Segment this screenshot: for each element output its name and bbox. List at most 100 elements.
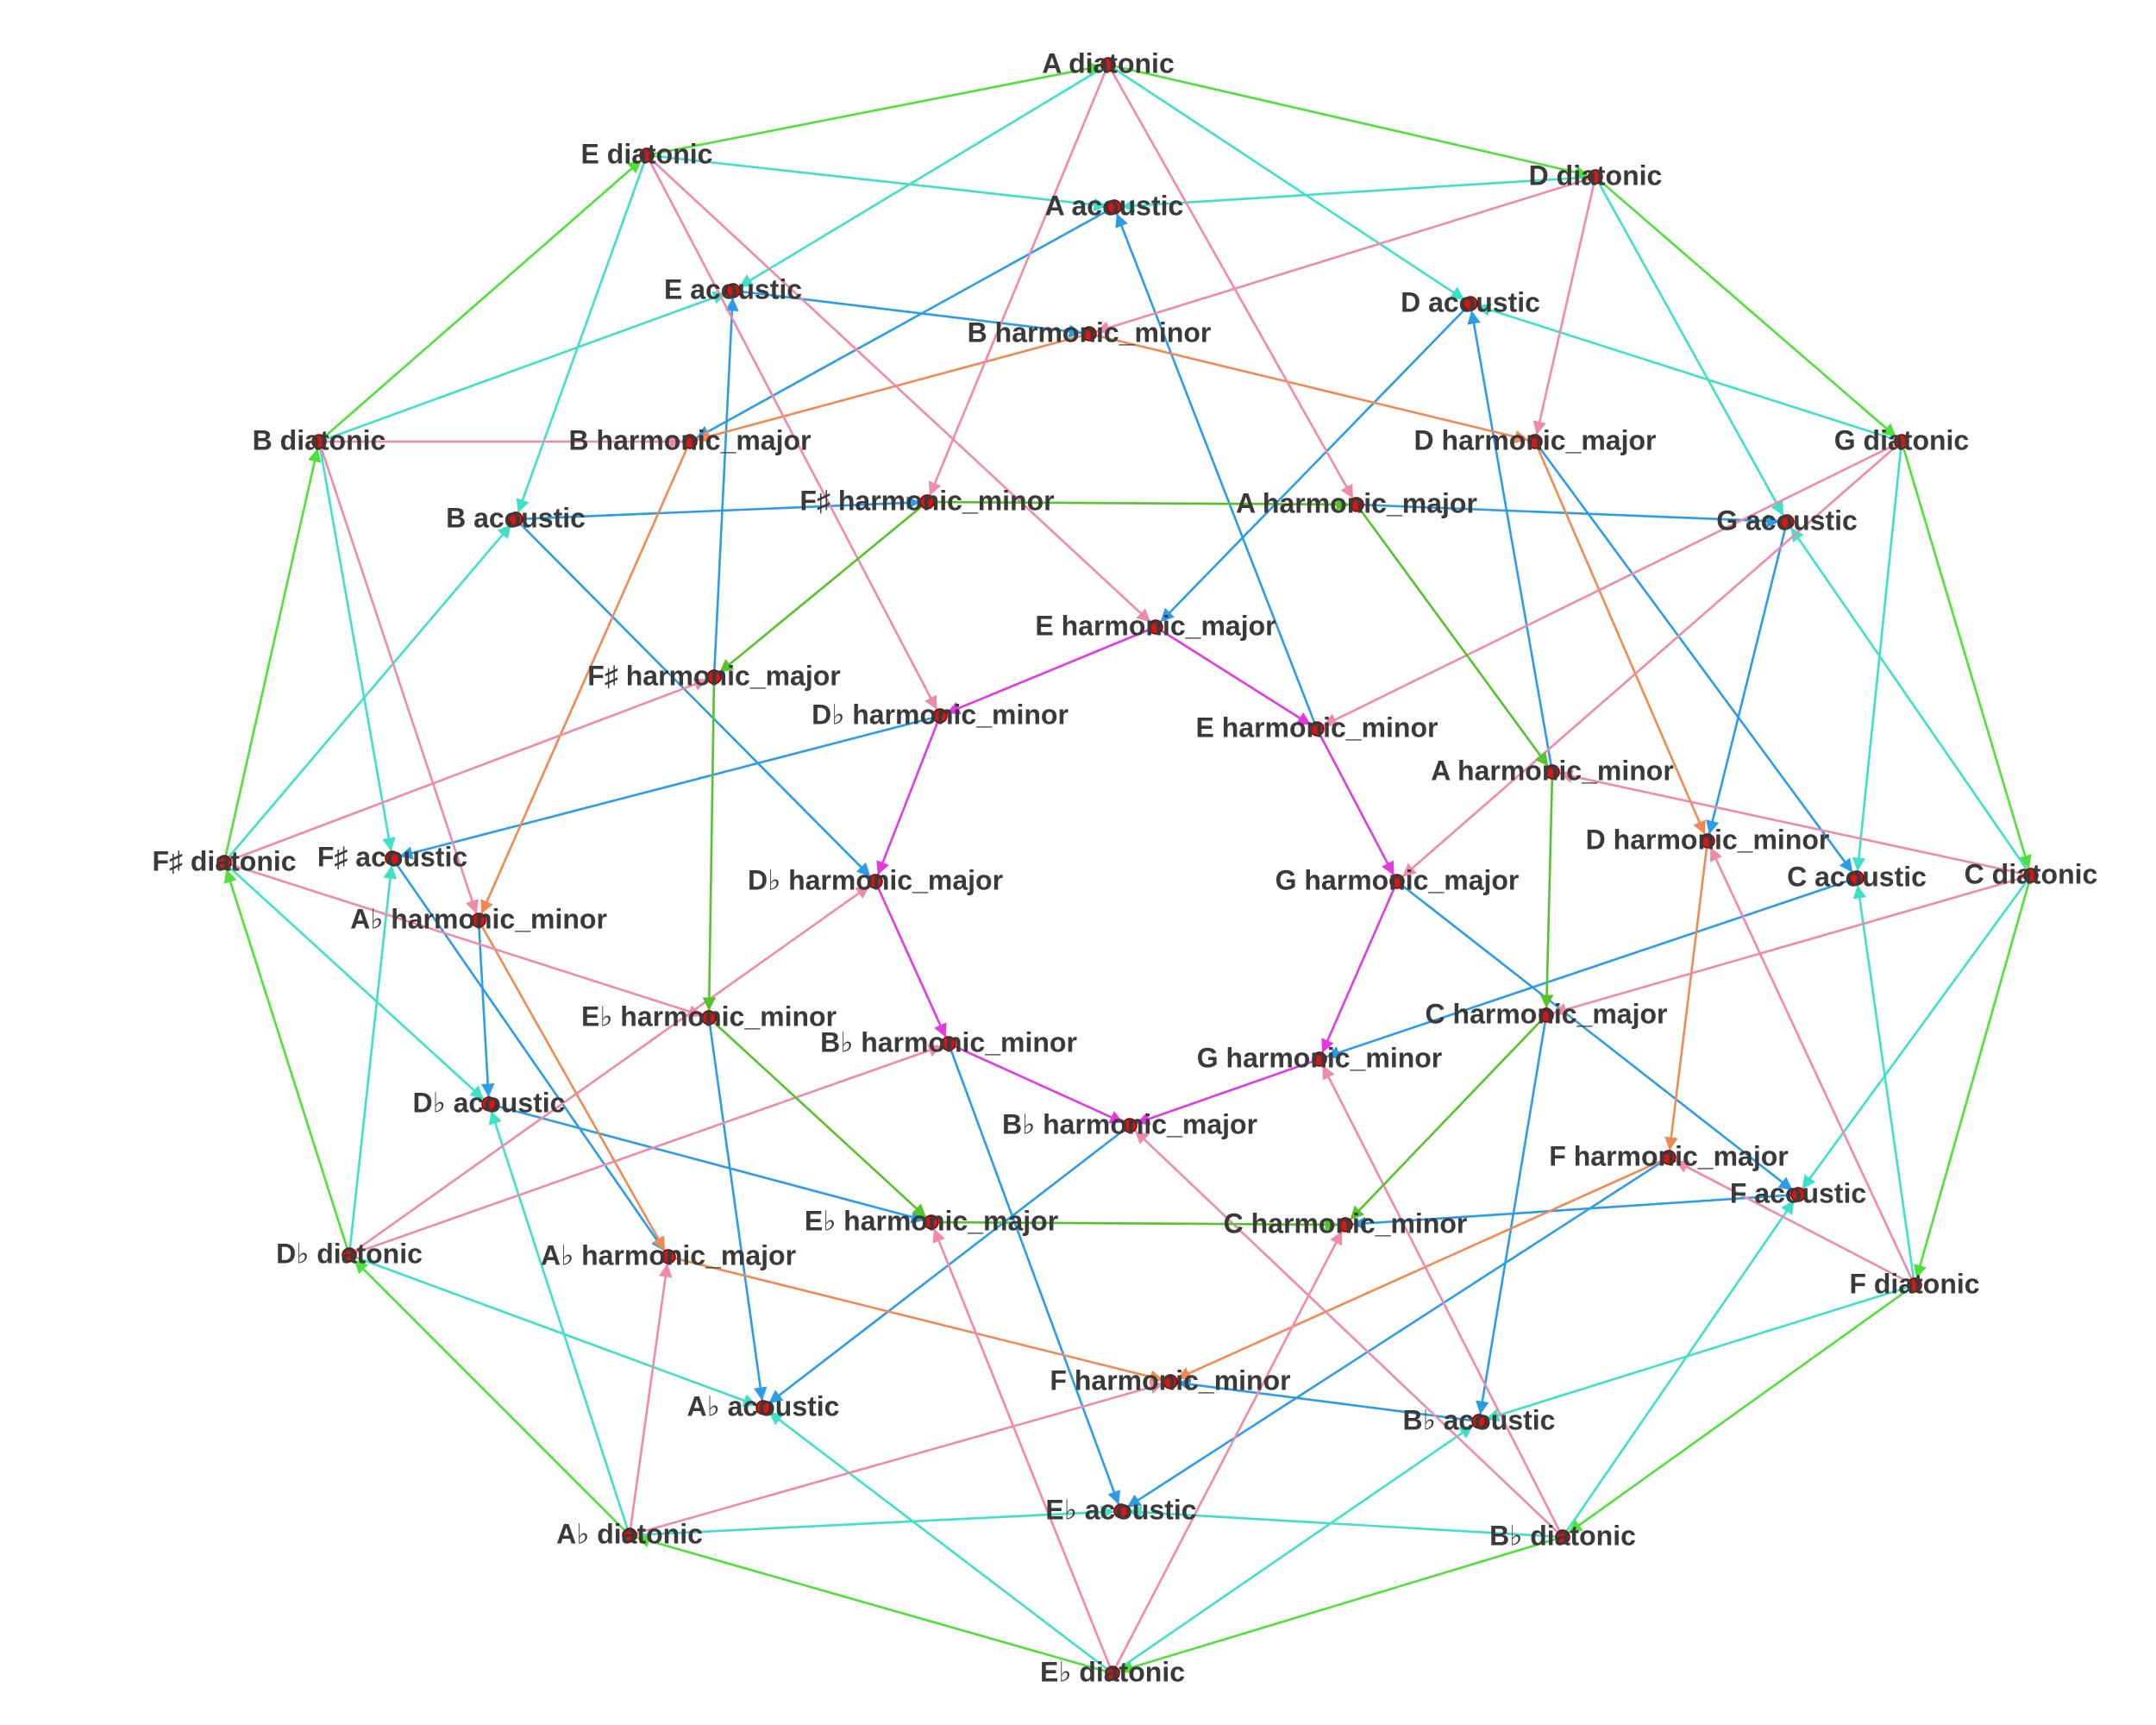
node-Bb_hmin[interactable]: B♭ harmonic_minor [820, 1026, 1077, 1057]
node-Fs_hmin[interactable]: F♯ harmonic_minor [799, 485, 1054, 516]
node-dot[interactable] [1309, 721, 1325, 737]
node-dot[interactable] [1588, 169, 1603, 185]
node-dot[interactable] [682, 434, 698, 449]
node-F_hmaj[interactable]: F harmonic_major [1549, 1140, 1788, 1171]
node-C_hmin[interactable]: C harmonic_minor [1224, 1208, 1468, 1239]
node-dot[interactable] [311, 434, 327, 449]
node-dot[interactable] [1894, 434, 1909, 449]
node-C_hmaj[interactable]: C harmonic_major [1426, 998, 1668, 1029]
node-Ab_ac[interactable]: A♭ acoustic [687, 1390, 840, 1421]
node-Fs_hmaj[interactable]: F♯ harmonic_major [587, 660, 840, 691]
node-dot[interactable] [725, 283, 741, 298]
node-B_ac[interactable]: B acoustic [446, 502, 586, 533]
node-Fs_dia[interactable]: F♯ diatonic [152, 845, 296, 876]
node-Fs_ac[interactable]: F♯ acoustic [317, 841, 467, 872]
node-dot[interactable] [868, 874, 883, 889]
node-F_ac[interactable]: F acoustic [1730, 1177, 1866, 1208]
node-dot[interactable] [1105, 1665, 1120, 1681]
node-C_ac[interactable]: C acoustic [1787, 861, 1927, 892]
node-dot[interactable] [1555, 1529, 1570, 1545]
node-A_ac[interactable]: A acoustic [1045, 190, 1184, 221]
node-B_hmin[interactable]: B harmonic_minor [968, 317, 1212, 348]
node-Db_dia[interactable]: D♭ diatonic [276, 1238, 423, 1269]
node-Eb_ac[interactable]: E♭ acoustic [1045, 1494, 1196, 1525]
node-Eb_hmin[interactable]: E♭ harmonic_minor [581, 1000, 837, 1032]
node-Bb_ac[interactable]: B♭ acoustic [1403, 1404, 1556, 1435]
node-D_dia[interactable]: D diatonic [1529, 160, 1663, 191]
node-dot[interactable] [1100, 57, 1116, 72]
node-dot[interactable] [1113, 1503, 1129, 1519]
edge-B_hmaj-to-Ab_hmin [480, 441, 692, 915]
node-Bb_hmaj[interactable]: B♭ harmonic_major [1002, 1108, 1257, 1139]
node-Ab_dia[interactable]: A♭ diatonic [556, 1518, 703, 1549]
node-dot[interactable] [1349, 497, 1364, 512]
node-dot[interactable] [1106, 199, 1122, 215]
node-dot[interactable] [919, 494, 935, 510]
node-D_ac[interactable]: D acoustic [1401, 286, 1540, 317]
node-dot[interactable] [385, 850, 400, 866]
node-dot[interactable] [1471, 1414, 1487, 1429]
node-dot[interactable] [508, 511, 523, 527]
node-dot[interactable] [1700, 833, 1715, 849]
node-dot[interactable] [1163, 1374, 1178, 1389]
node-E_hmin[interactable]: E harmonic_minor [1196, 712, 1438, 743]
node-label: B♭ acoustic [1403, 1404, 1556, 1435]
node-dot[interactable] [1661, 1150, 1677, 1165]
node-dot[interactable] [924, 1214, 939, 1230]
node-A_dia[interactable]: A diatonic [1042, 47, 1174, 78]
edge-C_dia-to-F_ac [1801, 875, 2033, 1190]
node-dot[interactable] [661, 1249, 676, 1264]
node-dot[interactable] [706, 669, 722, 685]
node-Db_ac[interactable]: D♭ acoustic [413, 1087, 566, 1118]
node-Db_hmaj[interactable]: D♭ harmonic_major [748, 864, 1003, 895]
node-dot[interactable] [1148, 619, 1163, 635]
node-G_hmin[interactable]: G harmonic_minor [1197, 1042, 1443, 1073]
node-Eb_hmaj[interactable]: E♭ harmonic_major [805, 1205, 1058, 1236]
node-dot[interactable] [1527, 434, 1543, 449]
node-dot[interactable] [216, 855, 232, 870]
node-D_hmin[interactable]: D harmonic_minor [1586, 824, 1830, 855]
node-dot[interactable] [1338, 1217, 1353, 1233]
node-dot[interactable] [639, 147, 655, 163]
node-A_hmaj[interactable]: A harmonic_major [1236, 487, 1477, 518]
node-C_dia[interactable]: C diatonic [1965, 858, 2098, 889]
node-G_hmaj[interactable]: G harmonic_major [1275, 864, 1520, 895]
node-dot[interactable] [1463, 296, 1478, 311]
node-G_dia[interactable]: G diatonic [1834, 424, 1969, 455]
node-dot[interactable] [1545, 764, 1560, 780]
node-Ab_hmin[interactable]: A♭ harmonic_minor [350, 903, 607, 934]
node-B_dia[interactable]: B diatonic [253, 424, 386, 455]
node-E_dia[interactable]: E diatonic [581, 138, 713, 169]
node-E_ac[interactable]: E acoustic [664, 273, 802, 304]
node-dot[interactable] [1312, 1051, 1327, 1067]
node-dot[interactable] [755, 1400, 771, 1415]
node-Eb_dia[interactable]: E♭ diatonic [1040, 1656, 1185, 1687]
node-Db_hmin[interactable]: D♭ harmonic_minor [812, 699, 1069, 730]
node-F_dia[interactable]: F diatonic [1849, 1268, 1979, 1299]
node-dot[interactable] [1081, 326, 1097, 342]
edge-D_ac-to-E_hmaj [1159, 303, 1471, 624]
node-dot[interactable] [1389, 874, 1405, 889]
node-dot[interactable] [1907, 1277, 1922, 1293]
node-dot[interactable] [1779, 514, 1795, 530]
node-Bb_dia[interactable]: B♭ diatonic [1489, 1520, 1636, 1551]
node-dot[interactable] [622, 1527, 637, 1543]
node-dot[interactable] [481, 1096, 497, 1112]
node-dot[interactable] [932, 708, 948, 724]
node-dot[interactable] [701, 1010, 717, 1026]
node-dot[interactable] [342, 1247, 357, 1263]
node-F_hmin[interactable]: F harmonic_minor [1050, 1364, 1290, 1396]
node-dot[interactable] [1122, 1118, 1138, 1133]
node-E_hmaj[interactable]: E harmonic_major [1035, 610, 1275, 641]
node-G_ac[interactable]: G acoustic [1716, 505, 1858, 536]
node-B_hmaj[interactable]: B harmonic_major [569, 424, 812, 455]
node-dot[interactable] [1539, 1007, 1554, 1023]
node-dot[interactable] [1849, 870, 1865, 886]
node-Ab_hmaj[interactable]: A♭ harmonic_major [541, 1239, 796, 1270]
node-A_hmin[interactable]: A harmonic_minor [1431, 755, 1674, 786]
node-D_hmaj[interactable]: D harmonic_major [1414, 424, 1657, 455]
node-dot[interactable] [1790, 1187, 1806, 1202]
node-dot[interactable] [471, 913, 486, 928]
node-dot[interactable] [2023, 868, 2039, 883]
node-dot[interactable] [941, 1036, 956, 1051]
